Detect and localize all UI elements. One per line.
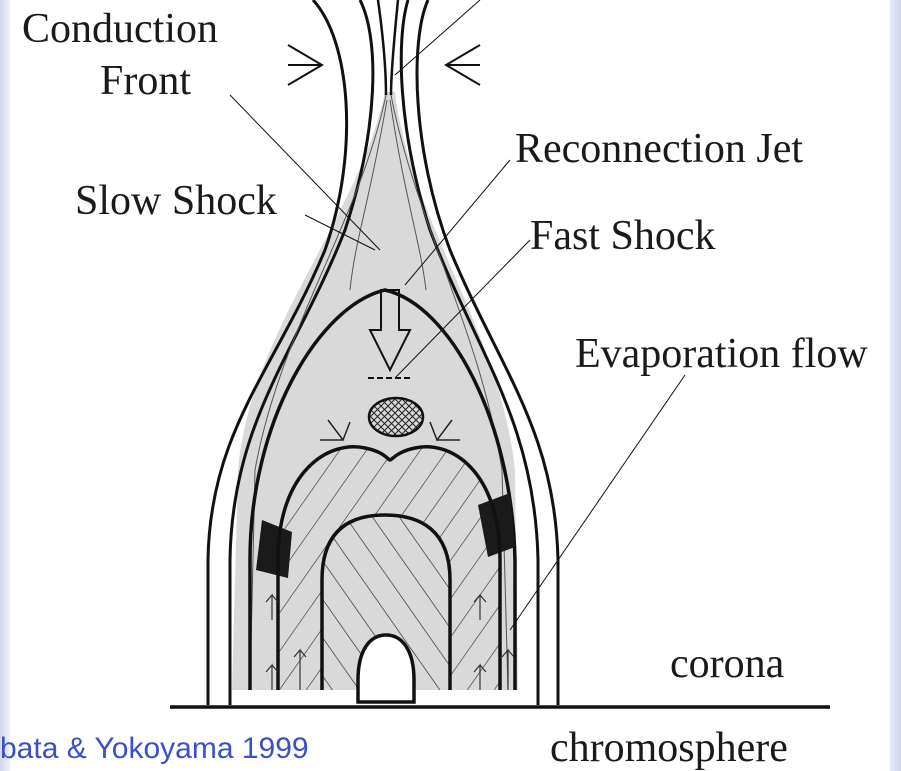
label-corona: corona xyxy=(670,643,784,685)
flare-diagram-figure: Conduction Front Reconnection Jet Slow S… xyxy=(10,0,890,771)
footpoint-arch xyxy=(358,635,414,702)
leader-conduction-front xyxy=(230,95,380,250)
slide-right-band xyxy=(889,0,901,771)
leader-evaporation-flow xyxy=(510,375,685,630)
label-chromosphere: chromosphere xyxy=(550,727,788,769)
label-reconnection-jet: Reconnection Jet xyxy=(515,128,803,170)
inflow-arrow-left xyxy=(288,45,322,85)
label-evaporation-flow: Evaporation flow xyxy=(575,333,868,375)
leader-top xyxy=(395,0,480,75)
label-slow-shock: Slow Shock xyxy=(75,180,277,222)
label-fast-shock: Fast Shock xyxy=(530,215,716,257)
hot-blob xyxy=(369,398,423,436)
citation-text: bata & Yokoyama 1999 xyxy=(0,734,309,764)
label-conduction-front-line1: Conduction xyxy=(22,8,218,50)
inflow-arrow-right xyxy=(446,45,480,85)
current-sheet-left xyxy=(378,0,386,95)
label-conduction-front-line2: Front xyxy=(100,60,191,102)
current-sheet-right xyxy=(391,0,398,95)
slide-left-band xyxy=(0,0,10,771)
